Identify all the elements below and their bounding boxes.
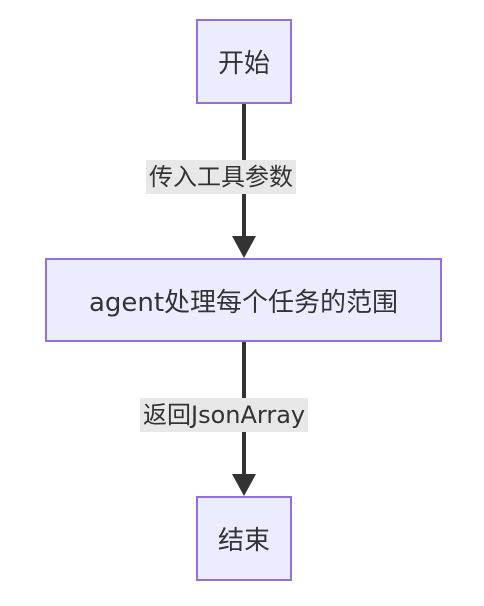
process-node-label: agent处理每个任务的范围 (88, 287, 399, 318)
start-node-label: 开始 (217, 49, 270, 79)
process-node: agent处理每个任务的范围 (45, 258, 442, 342)
arrowhead-down-icon (232, 236, 256, 258)
edge-label-text: 传入工具参数 (149, 163, 293, 191)
edge-label-start-to-process: 传入工具参数 (146, 160, 296, 194)
edge-label-process-to-end: 返回JsonArray (140, 398, 309, 432)
arrowhead-down-icon (232, 474, 256, 496)
start-node: 开始 (196, 19, 292, 104)
edge-label-text: 返回JsonArray (143, 401, 306, 429)
end-node: 结束 (196, 496, 292, 581)
end-node-label: 结束 (217, 526, 270, 556)
